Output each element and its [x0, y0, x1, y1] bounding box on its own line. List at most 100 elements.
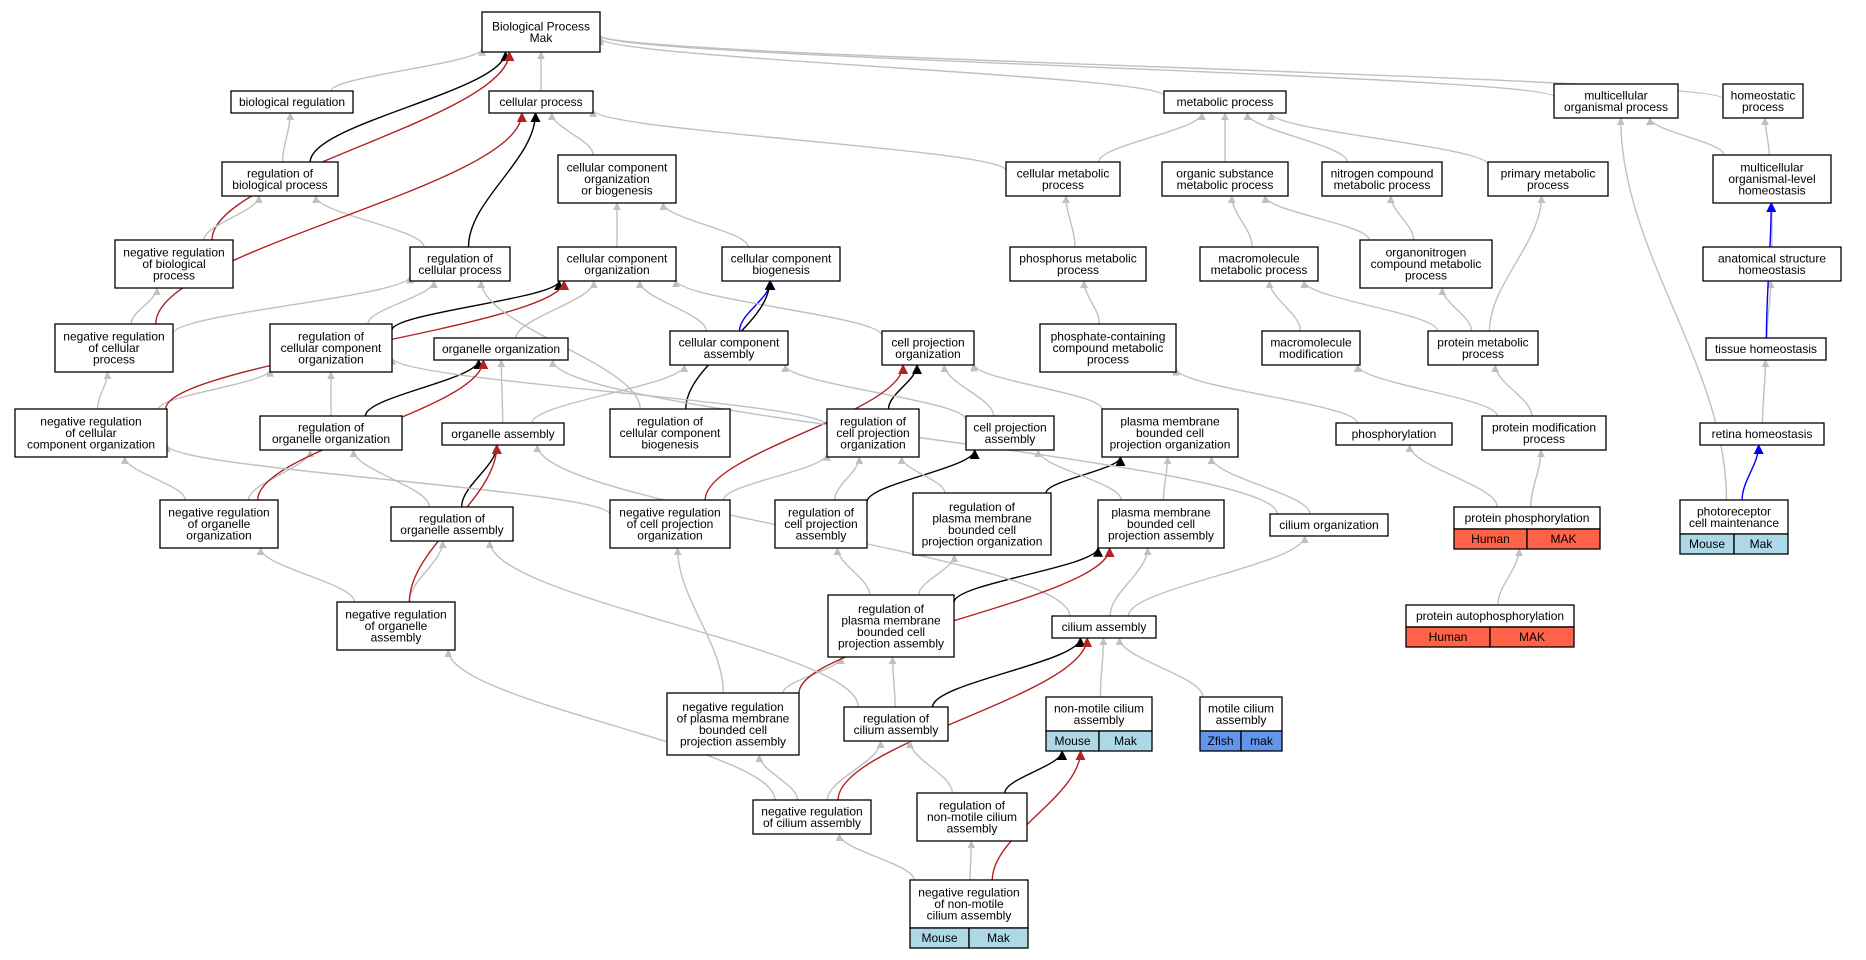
go-term-label-line: photoreceptor [1697, 504, 1771, 518]
go-term-label-line: organelle assembly [451, 427, 554, 441]
edge-line [163, 444, 611, 516]
edge-line [408, 540, 447, 603]
go-term-label-line: organonitrogen [1386, 246, 1467, 260]
go-term-box [912, 492, 1052, 556]
go-term-box [1359, 239, 1493, 289]
species-badge-label: mak [1250, 734, 1274, 748]
go-term-label-line: tissue homeostasis [1715, 342, 1817, 356]
go-term-label-line: negative regulation [40, 415, 141, 429]
go-term-box [1039, 323, 1177, 373]
edge-regorgasm-to-orgasm [460, 444, 502, 508]
go-term-node-metab: metabolic process [1163, 90, 1287, 114]
edge-line [1741, 444, 1764, 501]
edge-line [897, 456, 946, 494]
edge-phoscomp-to-phosmet [1080, 280, 1101, 325]
edge-line [931, 637, 1086, 708]
edge-line [1353, 364, 1499, 417]
go-term-box [230, 90, 354, 114]
go-term-label-line: bounded cell [1136, 426, 1204, 440]
go-term-label-line: anatomical structure [1718, 251, 1826, 265]
go-term-label-line: cilium organization [1279, 518, 1378, 532]
go-term-label-line: assembly [947, 822, 998, 836]
edge-negorgorg-to-negcco [120, 456, 186, 501]
go-term-box [409, 246, 511, 282]
go-term-box [609, 499, 731, 549]
go-term-box [557, 154, 677, 204]
edge-line [1098, 112, 1206, 163]
go-term-box [54, 323, 174, 373]
go-term-label-line: or biogenesis [581, 184, 652, 198]
go-term-label-line: of organelle [365, 619, 428, 633]
edge-line [1099, 637, 1108, 698]
go-term-label-line: metabolic process [1211, 263, 1308, 277]
edge-cellmet-to-cellproc [589, 108, 1007, 172]
edge-line [1497, 548, 1524, 606]
species-badge: Mouse [909, 927, 970, 949]
edge-line [953, 546, 1103, 603]
edge-line [309, 51, 511, 163]
edge-line [1267, 112, 1489, 166]
edge-negbio-to-regbio [203, 195, 263, 241]
go-term-label-line: cellular component [567, 251, 668, 265]
edge-regcilasm-to-regpmbcpa [888, 656, 897, 708]
go-term-label-line: regulation of [247, 166, 314, 180]
go-term-label-line: regulation of [949, 500, 1016, 514]
edge-line [1488, 195, 1546, 332]
edge-line [1004, 750, 1068, 794]
go-term-label-line: assembly [1074, 713, 1125, 727]
go-term-label-line: cellular process [418, 263, 501, 277]
go-term-box [1199, 246, 1319, 282]
go-term-label-line: plasma membrane [932, 511, 1032, 525]
go-term-label-line: process [1462, 347, 1504, 361]
go-term-box [721, 246, 841, 282]
edge-line [1109, 547, 1152, 617]
edge-regcilasm-to-regorgasm [485, 540, 859, 708]
go-term-label-line: assembly [704, 347, 755, 361]
go-term-box [488, 90, 594, 114]
edge-negorgorg-to-regorgorg [247, 449, 315, 501]
species-badge-label: MAK [1519, 630, 1545, 644]
edge-negbio-to-bp [211, 51, 515, 241]
edge-line [833, 547, 871, 596]
species-badge: Mak [1733, 533, 1789, 555]
species-badge: Zfish [1199, 730, 1242, 752]
edge-line [388, 356, 828, 427]
go-term-label-line: assembly [796, 529, 847, 543]
go-term-box [159, 499, 279, 549]
edge-line [1207, 456, 1311, 515]
go-term-label-line: motile cilium [1208, 701, 1274, 715]
edge-line [120, 456, 186, 501]
go-term-label-line: process [1057, 263, 1099, 277]
edge-line [673, 547, 724, 694]
edge-line [887, 364, 922, 410]
go-term-box [1101, 408, 1239, 458]
edge-regcco-to-cco [391, 280, 565, 331]
go-term-label-line: organization [637, 529, 702, 543]
go-term-box [609, 408, 731, 458]
go-term-label-line: plasma membrane [841, 613, 941, 627]
go-term-label-line: regulation of [788, 506, 855, 520]
go-term-label-line: organismal process [1564, 100, 1668, 114]
go-term-label-line: cell projection [973, 420, 1046, 434]
edge-line [1162, 456, 1172, 501]
edge-regbio-to-bp [309, 51, 511, 163]
edge-line [444, 649, 776, 801]
edge-negnonmot-to-regnonmot [967, 840, 976, 881]
edge-line [1127, 535, 1309, 617]
go-term-label-line: cellular metabolic [1017, 166, 1110, 180]
edge-photo-to-multiproc [1616, 117, 1728, 501]
species-badge-box [1098, 730, 1153, 752]
